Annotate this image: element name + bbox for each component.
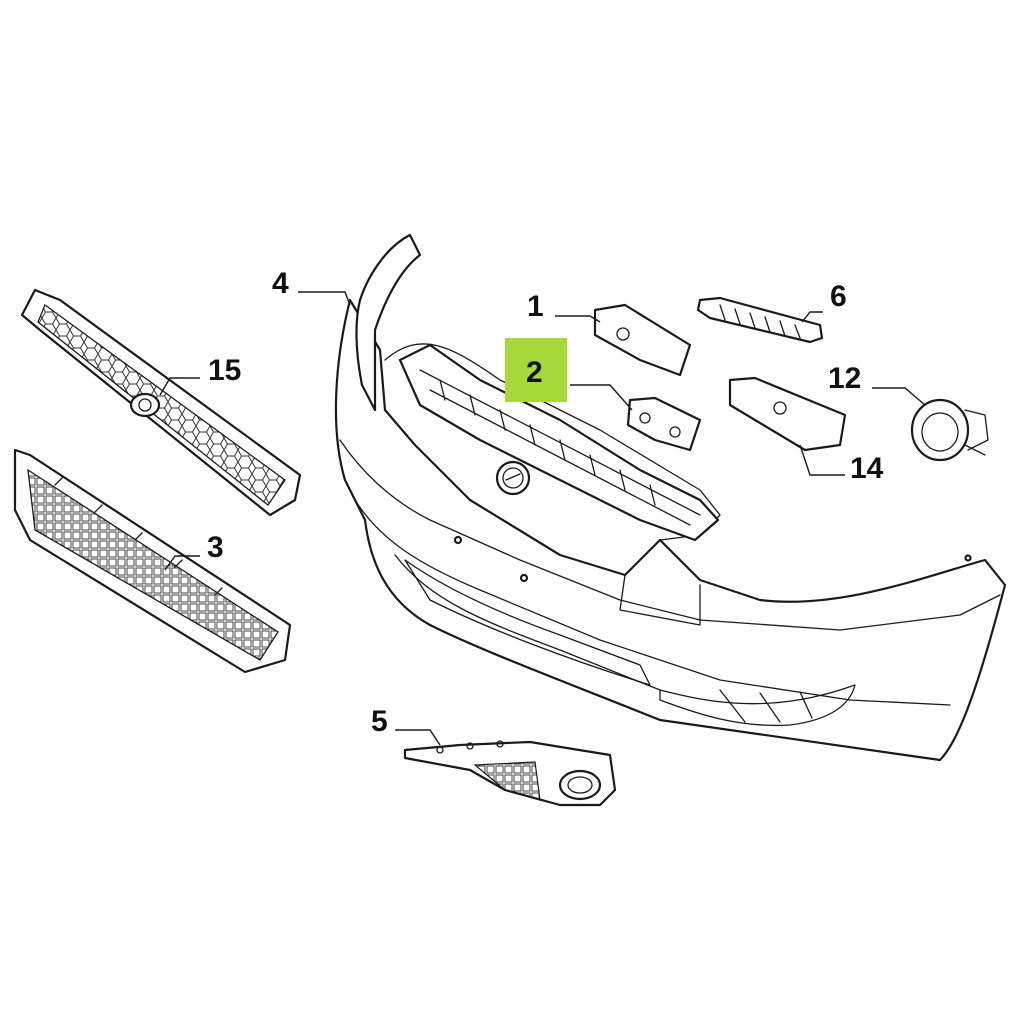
- highlight-box: [505, 338, 567, 402]
- grille-emblem-icon: [129, 392, 161, 418]
- fog-lamp-ring-icon: [558, 769, 602, 801]
- callout-4[interactable]: 4: [272, 267, 289, 300]
- part-12-fog-lamp[interactable]: [910, 398, 989, 462]
- leader-lines: [159, 291, 926, 746]
- part-6-support-rail[interactable]: [696, 296, 824, 344]
- callout-6[interactable]: 6: [830, 280, 847, 313]
- callout-2-highlight[interactable]: 2: [505, 338, 567, 402]
- callout-14[interactable]: 14: [850, 452, 884, 485]
- part-3-lower-grille[interactable]: [13, 448, 292, 674]
- callout-12[interactable]: 12: [828, 362, 861, 395]
- callout-2[interactable]: 2: [526, 356, 543, 389]
- grille-emblem-icon: [495, 460, 531, 496]
- part-5-fog-lamp-bezel[interactable]: [403, 740, 617, 807]
- part-2-small-bracket[interactable]: [626, 396, 702, 452]
- part-2-support-bracket[interactable]: [398, 343, 720, 542]
- callout-3[interactable]: 3: [207, 531, 224, 564]
- callout-1[interactable]: 1: [527, 290, 544, 323]
- part-4-bumper[interactable]: [334, 233, 1007, 762]
- part-1-bracket[interactable]: [593, 303, 692, 377]
- part-15-upper-grille[interactable]: [20, 288, 302, 517]
- callout-15[interactable]: 15: [208, 354, 241, 387]
- callout-5[interactable]: 5: [371, 705, 388, 738]
- part-14-side-bracket[interactable]: [728, 376, 847, 452]
- callout-labels: 4 1 2 6 12 14 15 3 5: [207, 267, 884, 738]
